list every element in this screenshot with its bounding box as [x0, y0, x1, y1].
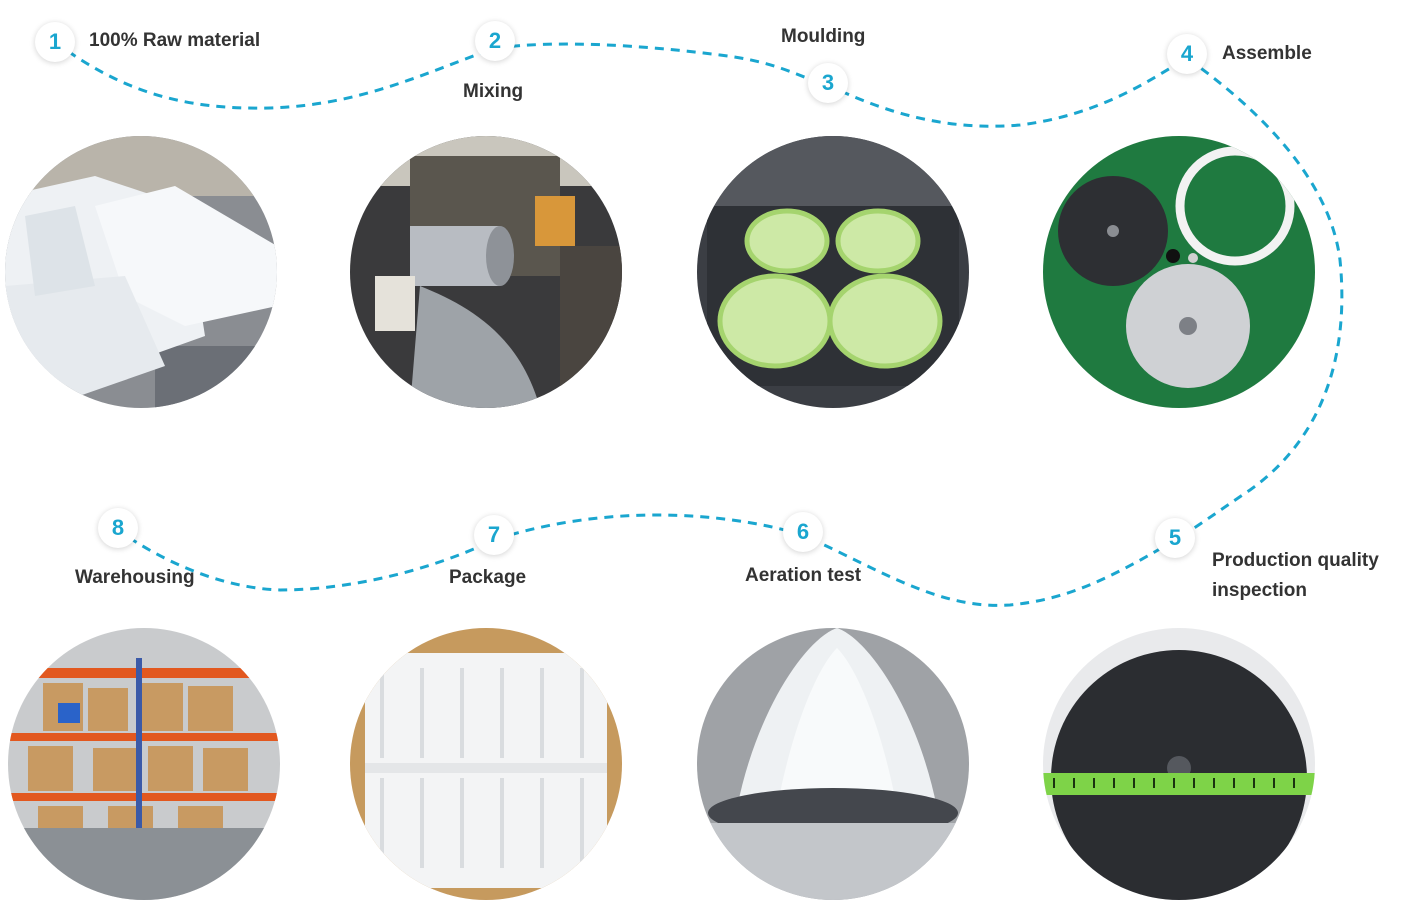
step-5-badge: 5	[1155, 518, 1195, 558]
step-8-label: Warehousing	[75, 567, 195, 588]
step-6-badge: 6	[783, 512, 823, 552]
step-3-badge: 3	[808, 63, 848, 103]
step-2-badge: 2	[475, 21, 515, 61]
step-8-badge: 8	[98, 508, 138, 548]
step-7-label: Package	[449, 567, 527, 588]
mixing-photo	[350, 136, 622, 408]
aeration-test-photo	[697, 628, 969, 900]
step-1-label: 100% Raw material	[89, 30, 261, 51]
assemble-photo	[1043, 136, 1315, 408]
step-1-badge: 1	[35, 22, 75, 62]
step-4-label: Assemble	[1222, 43, 1312, 64]
step-5-label-line2: inspection	[1212, 580, 1308, 601]
step-2-label: Mixing	[463, 81, 524, 102]
inspection-photo	[1043, 628, 1315, 900]
step-6-label: Aeration test	[745, 565, 862, 586]
package-photo	[350, 628, 622, 900]
step-4-badge: 4	[1167, 34, 1207, 74]
step-5-label: Production quality inspection	[1212, 546, 1379, 606]
step-3-label: Moulding	[781, 26, 866, 47]
step-7-badge: 7	[474, 515, 514, 555]
moulding-photo	[697, 136, 969, 408]
step-5-label-line1: Production quality	[1212, 550, 1379, 571]
raw-material-photo	[5, 136, 277, 408]
warehousing-photo	[8, 628, 280, 900]
